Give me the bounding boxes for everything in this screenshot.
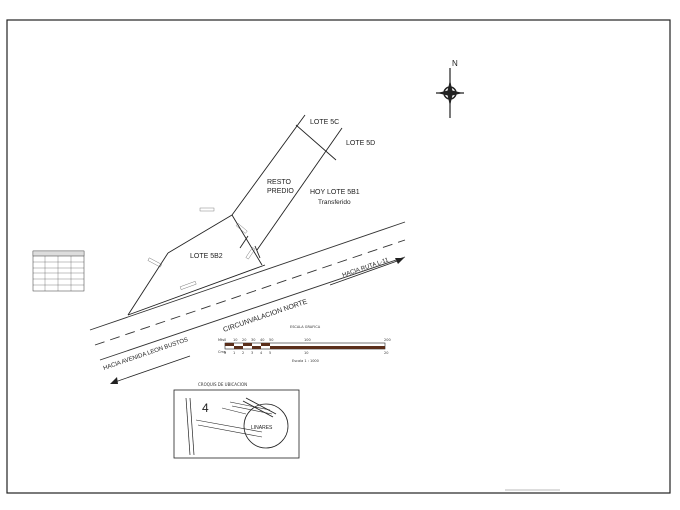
scale-segment	[225, 343, 234, 346]
scale-segment	[243, 343, 252, 346]
drawing-frame	[6, 19, 671, 494]
road-label-hacia-ruta: HACIA RUTA L-11	[342, 257, 390, 279]
lot-label-transferido: Transferido	[318, 199, 351, 206]
scale-title: ESCALA GRAFICA	[290, 325, 321, 329]
scale-segment	[305, 346, 385, 349]
dimension-marks	[147, 207, 256, 290]
scale-top-tick: 30	[251, 338, 255, 342]
lot-label-5b1: HOY LOTE 5B1	[310, 189, 360, 196]
scale-top-tick: 40	[260, 338, 264, 342]
location-number: 4	[202, 401, 209, 415]
scale-bottom-tick: 3	[251, 351, 253, 355]
scale-bottom-tick: 5	[269, 351, 271, 355]
lot-label-5d: LOTE 5D	[346, 140, 375, 147]
scale-segments	[225, 343, 385, 349]
scale-top-tick: 20	[242, 338, 246, 342]
scale-bottom-tick: 1	[233, 351, 235, 355]
scale-top-tick: 100	[304, 338, 311, 342]
direction-arrows	[110, 258, 404, 384]
road-lines	[89, 221, 406, 361]
scale-segment	[261, 343, 270, 346]
lot-label-5c: LOTE 5C	[310, 119, 339, 126]
scale-top-tick: 10	[233, 338, 237, 342]
scale-top-tick: 0	[224, 338, 226, 342]
scale-top-tick: 50	[269, 338, 273, 342]
scale-mts-label: Mts	[218, 338, 224, 342]
scale-bottom-tick: 2	[242, 351, 244, 355]
location-title: CROQUIS DE UBICACION	[198, 382, 247, 387]
location-city: LINARES	[251, 425, 273, 431]
lot-label-5b2: LOTE 5B2	[190, 253, 223, 260]
lot-boundaries	[127, 114, 343, 316]
lot-label-predio: PREDIO	[267, 188, 294, 195]
scale-bottom-tick: 10	[304, 351, 308, 355]
scale-bottom-tick: 20	[384, 351, 388, 355]
coordinates-table	[32, 250, 85, 292]
scale-top-ticks: 0 10 20 30 40 50 100 200	[224, 338, 391, 342]
north-label: N	[452, 59, 458, 68]
scale-bottom-tick: 0	[224, 351, 226, 355]
scale-cms-label: Cms	[218, 350, 226, 354]
location-sketch: CROQUIS DE UBICACION LINARES 4	[173, 382, 300, 459]
lot-label-resto: RESTO	[267, 179, 292, 186]
scale-bottom-ticks: 0 1 2 3 4 5 10 20	[224, 351, 388, 355]
scale-segment	[234, 346, 243, 349]
scale-bottom-tick: 4	[260, 351, 263, 355]
city-circle	[243, 403, 289, 449]
scale-segment	[252, 346, 261, 349]
scale-top-tick: 200	[384, 338, 391, 342]
scale-segment	[270, 346, 305, 349]
scale-note: Escala 1 : 1000	[292, 359, 319, 363]
north-arrow-icon: N	[436, 59, 464, 118]
